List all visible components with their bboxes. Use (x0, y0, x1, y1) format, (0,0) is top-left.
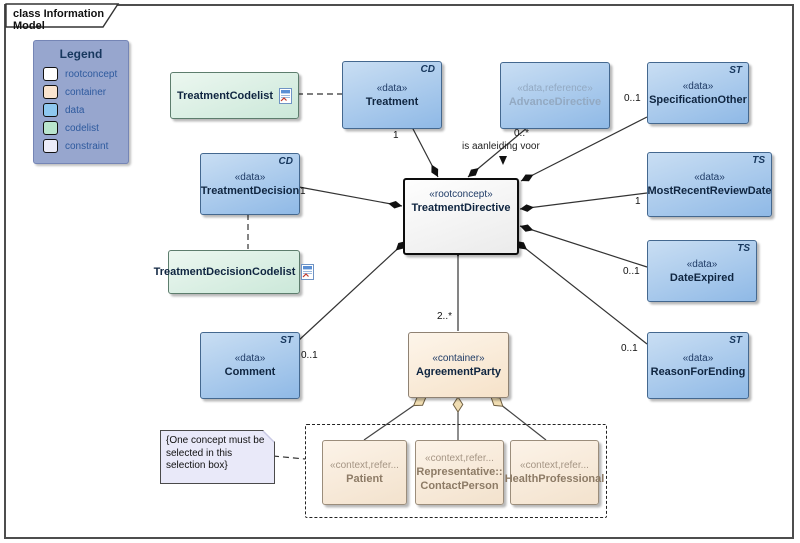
rootconcept-swatch (43, 67, 58, 81)
type-letter: TS (752, 155, 765, 166)
legend-label: rootconcept (65, 68, 118, 80)
legend-item-data: data (34, 101, 128, 119)
node-name: SpecificationOther (649, 93, 747, 106)
diagram-tab: class Information Model (5, 3, 129, 32)
multiplicity-specification-other: 0..1 (624, 93, 641, 104)
node-name-line1: Representative:: (416, 466, 503, 478)
legend-label: constraint (65, 140, 109, 152)
node-date-expired[interactable]: TS «data» DateExpired (647, 240, 757, 302)
node-stereotype: «context,refer... (520, 460, 589, 471)
legend-item-rootconcept: rootconcept (34, 65, 128, 83)
tab-shape (5, 3, 120, 28)
node-stereotype: «data» (234, 171, 266, 183)
node-name: DateExpired (669, 271, 735, 284)
container-swatch (43, 85, 58, 99)
data-swatch (43, 103, 58, 117)
node-stereotype: «context,refer... (330, 460, 399, 471)
constraint-swatch (43, 139, 58, 153)
node-stereotype: «data» (682, 353, 714, 364)
legend-panel: Legend rootconcept container data codeli… (33, 40, 129, 164)
multiplicity-comment: 0..1 (301, 350, 318, 361)
node-name: TreatmentDecisionCodelist (153, 266, 296, 278)
node-specification-other[interactable]: ST «data» SpecificationOther (647, 62, 749, 124)
node-name: TreatmentDirective (411, 202, 511, 214)
node-stereotype: «data» (682, 80, 714, 92)
association-label: is aanleiding voor (462, 141, 540, 152)
node-treatment-decision[interactable]: CD «data» TreatmentDecision (200, 153, 300, 215)
diagram-title: class Information Model (13, 8, 105, 32)
node-name: Treatment (365, 95, 419, 108)
codelist-document-icon (301, 264, 315, 280)
multiplicity-date-expired: 0..1 (623, 266, 640, 277)
legend-title: Legend (59, 47, 103, 61)
diagram-frame (4, 4, 794, 539)
multiplicity-agreement-party: 2..* (437, 311, 453, 322)
codelist-document-icon (278, 87, 292, 104)
node-agreement-party[interactable]: «container» AgreementParty (408, 332, 509, 398)
node-patient[interactable]: «context,refer... Patient (322, 440, 407, 505)
node-stereotype: «data» (694, 172, 725, 183)
codelist-swatch (43, 121, 58, 135)
multiplicity-most-recent-review-date: 1 (635, 196, 641, 207)
note-text: {One concept must be selected in this se… (166, 435, 265, 471)
node-treatment-codelist[interactable]: TreatmentCodelist (170, 72, 299, 119)
type-letter: CD (278, 156, 293, 167)
direction-arrow (499, 156, 507, 165)
type-letter: ST (280, 335, 293, 346)
node-advance-directive[interactable]: «data,reference» AdvanceDirective (500, 62, 610, 129)
node-stereotype: «rootconcept» (429, 189, 493, 200)
multiplicity-treatment: 1 (393, 130, 399, 141)
node-name: Patient (346, 473, 383, 485)
selection-box (305, 424, 607, 518)
type-letter: CD (420, 64, 435, 75)
legend-item-constraint: constraint (34, 137, 128, 155)
node-most-recent-review-date[interactable]: TS «data» MostRecentReviewDate (647, 152, 772, 217)
legend-label: container (65, 86, 107, 98)
node-name: AgreementParty (416, 365, 501, 378)
node-stereotype: «data,reference» (517, 83, 593, 94)
node-comment[interactable]: ST «data» Comment (200, 332, 300, 399)
legend-item-codelist: codelist (34, 119, 128, 137)
multiplicity-reason-for-ending: 0..1 (621, 343, 638, 354)
node-treatment-directive[interactable]: «rootconcept» TreatmentDirective (403, 178, 519, 255)
multiplicity-advance-directive: 0..* (514, 128, 530, 139)
node-reason-for-ending[interactable]: ST «data» ReasonForEnding (647, 332, 749, 399)
node-name: TreatmentCodelist (177, 89, 273, 102)
node-stereotype: «data» (234, 353, 266, 364)
node-name: ReasonForEnding (650, 366, 746, 378)
legend-label: data (65, 104, 85, 116)
node-name: HealthProfessional (504, 473, 605, 485)
legend-label: codelist (65, 122, 99, 134)
type-letter: TS (737, 243, 750, 254)
node-name: MostRecentReviewDate (647, 185, 772, 197)
node-stereotype: «context,refer... (425, 453, 494, 464)
node-treatment-decision-codelist[interactable]: TreatmentDecisionCodelist (154, 250, 315, 294)
node-stereotype: «container» (432, 352, 485, 364)
legend-item-container: container (34, 83, 128, 101)
type-letter: ST (729, 65, 742, 76)
node-name: TreatmentDecision (200, 184, 300, 197)
constraint-note[interactable]: {One concept must be selected in this se… (160, 430, 275, 484)
node-treatment[interactable]: CD «data» Treatment (342, 61, 442, 129)
node-name: AdvanceDirective (508, 96, 602, 108)
node-name: Comment (224, 366, 276, 378)
node-contact-person[interactable]: «context,refer... Representative:: Conta… (415, 440, 504, 505)
node-stereotype: «data» (686, 258, 718, 270)
node-health-professional[interactable]: «context,refer... HealthProfessional (505, 440, 604, 505)
node-name-line2: ContactPerson (420, 480, 499, 492)
multiplicity-treatment-decision: 1 (300, 186, 306, 197)
node-stereotype: «data» (376, 82, 408, 94)
type-letter: ST (729, 335, 742, 346)
